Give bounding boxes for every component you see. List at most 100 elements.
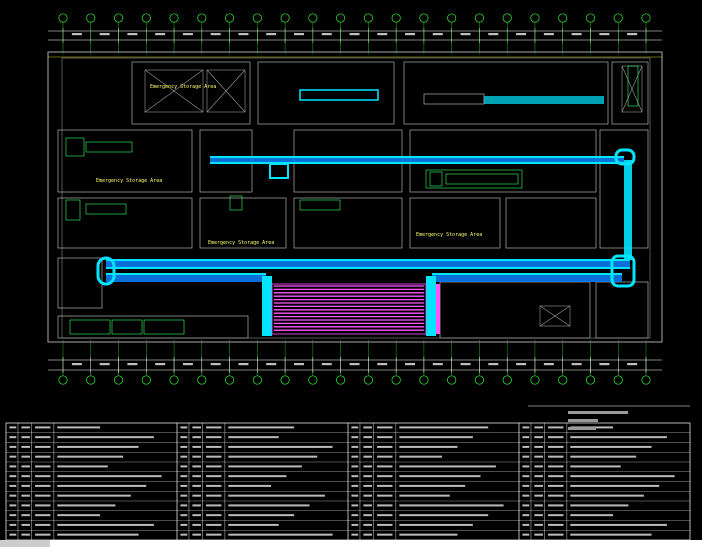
equipment-schedule-table [5, 422, 691, 541]
schedule-cell-mark [9, 475, 17, 478]
axis-bubble-top [252, 13, 262, 23]
dimension-mark-bottom [210, 363, 221, 366]
schedule-cell-mark [192, 533, 201, 536]
schedule-cell-mark [57, 426, 101, 429]
schedule-cell-mark [206, 514, 222, 517]
schedule-cell-mark [351, 504, 359, 507]
axis-bubble-top [391, 13, 401, 23]
schedule-cell-mark [180, 494, 188, 497]
schedule-cell-mark [206, 445, 222, 448]
schedule-cell-mark [228, 445, 333, 448]
crossed-areas [144, 65, 643, 327]
dimension-mark-top [182, 33, 193, 36]
schedule-cell-mark [21, 494, 30, 497]
schedule-cell-mark [363, 514, 372, 517]
dimension-mark-bottom [599, 363, 610, 366]
schedule-cell-mark [522, 494, 530, 497]
schedule-cell-mark [192, 484, 201, 487]
schedule-cell-mark [351, 523, 359, 526]
schedule-cell-mark [377, 465, 393, 468]
schedule-cell-mark [570, 475, 675, 478]
schedule-cell-mark [180, 436, 188, 439]
schedule-cell-mark [35, 426, 51, 429]
schedule-cell-mark [351, 426, 359, 429]
dimension-mark-bottom [99, 363, 110, 366]
sheet-footer-strip [0, 540, 702, 547]
schedule-cell-mark [228, 475, 287, 478]
schedule-cell-mark [21, 475, 30, 478]
schedule-cell-mark [9, 426, 17, 429]
axis-bubble-bottom [391, 375, 401, 385]
schedule-cell-mark [351, 533, 359, 536]
schedule-cell-mark [363, 426, 372, 429]
schedule-cell-mark [399, 504, 504, 507]
axis-bubble-top [225, 13, 235, 23]
schedule-cell-mark [570, 465, 621, 468]
axis-bubble-bottom [336, 375, 346, 385]
schedule-cell-mark [534, 455, 543, 458]
schedule-cell-mark [206, 465, 222, 468]
schedule-cell-mark [534, 514, 543, 517]
axis-bubble-top [308, 13, 318, 23]
schedule-cell-mark [206, 484, 222, 487]
dimension-mark-top [488, 33, 499, 36]
dimension-mark-top [627, 33, 638, 36]
schedule-cell-mark [522, 484, 530, 487]
schedule-cell-mark [377, 436, 393, 439]
axis-bubble-bottom [502, 375, 512, 385]
schedule-cell-mark [351, 514, 359, 517]
schedule-cell-mark [228, 494, 325, 497]
schedule-cell-mark [228, 484, 272, 487]
schedule-cell-mark [399, 494, 450, 497]
axis-bubble-bottom [225, 375, 235, 385]
schedule-cell-mark [21, 523, 30, 526]
dimension-mark-bottom [571, 363, 582, 366]
schedule-cell-mark [548, 484, 564, 487]
schedule-cell-mark [206, 533, 222, 536]
axis-bubble-bottom [86, 375, 96, 385]
dimension-mark-top [210, 33, 221, 36]
schedule-cell-mark [35, 484, 51, 487]
schedule-cell-mark [9, 445, 17, 448]
schedule-cell-mark [21, 455, 30, 458]
axis-bubble-bottom [447, 375, 457, 385]
schedule-cell-mark [534, 523, 543, 526]
schedule-cell-mark [9, 484, 17, 487]
schedule-cell-mark [570, 504, 629, 507]
dimension-mark-top [349, 33, 360, 36]
schedule-cell-mark [9, 504, 17, 507]
notes-block [528, 405, 690, 430]
axis-bubble-bottom [280, 375, 290, 385]
schedule-cell-mark [180, 426, 188, 429]
schedule-cell-mark [548, 445, 564, 448]
bottom-dimension-band [48, 359, 662, 371]
schedule-cell-mark [377, 426, 393, 429]
schedule-cell-mark [57, 504, 116, 507]
schedule-cell-mark [180, 475, 188, 478]
schedule-cell-mark [180, 484, 188, 487]
conveyor-lower-loop [96, 254, 636, 336]
schedule-cell-mark [206, 436, 222, 439]
schedule-cell-mark [522, 504, 530, 507]
schedule-cell-mark [351, 484, 359, 487]
schedule-cell-mark [363, 475, 372, 478]
schedule-cell-mark [534, 445, 543, 448]
schedule-cell-mark [192, 494, 201, 497]
schedule-cell-mark [570, 445, 652, 448]
schedule-cell-mark [522, 533, 530, 536]
axis-bubble-bottom [585, 375, 596, 385]
schedule-cell-mark [548, 494, 564, 497]
rack-end [436, 284, 440, 334]
schedule-cell-mark [57, 514, 101, 517]
schedule-cell-mark [35, 533, 51, 536]
schedule-cell-mark [377, 455, 393, 458]
schedule-cell-mark [228, 426, 295, 429]
schedule-cell-mark [522, 514, 530, 517]
axis-bubble-top [169, 13, 179, 23]
schedule-cell-mark [57, 494, 131, 497]
area-label-1: Emergency Storage Area [150, 84, 216, 90]
schedule-cell-mark [192, 475, 201, 478]
axis-bubble-bottom [141, 375, 151, 385]
dimension-mark-bottom [377, 363, 388, 366]
